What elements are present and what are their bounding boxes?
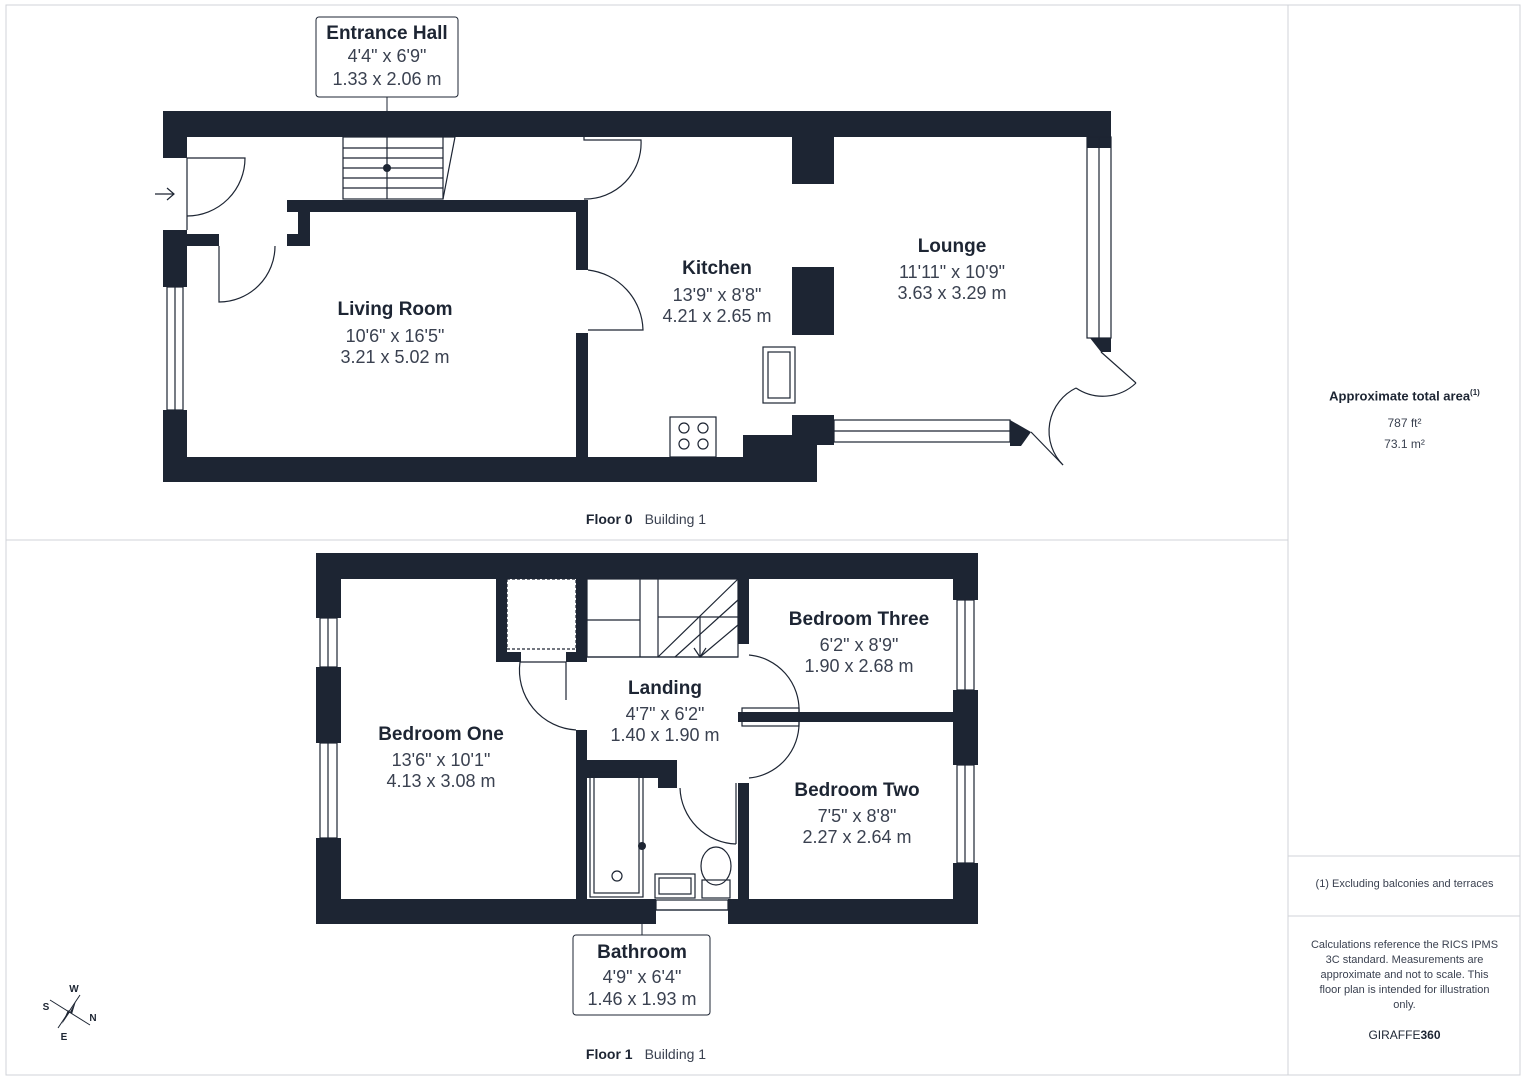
total-area-metric: 73.1 m² [1384, 437, 1425, 451]
floor-1-fixtures [319, 578, 975, 911]
room-imperial: 10'6" x 16'5" [346, 326, 445, 346]
room-name: Entrance Hall [326, 23, 447, 44]
floor-0-caption: Floor 0 Building 1 [586, 511, 706, 527]
total-area-footnote-mark: (1) [1470, 388, 1480, 397]
room-imperial: 6'2" x 8'9" [820, 635, 899, 655]
room-imperial: 13'6" x 10'1" [392, 750, 491, 770]
room-label-bedroom-three: Bedroom Three 6'2" x 8'9" 1.90 x 2.68 m [789, 609, 929, 676]
room-label-bedroom-one: Bedroom One 13'6" x 10'1" 4.13 x 3.08 m [378, 724, 504, 791]
room-label-kitchen: Kitchen 13'9" x 8'8" 4.21 x 2.65 m [662, 258, 771, 326]
room-imperial: 7'5" x 8'8" [818, 806, 897, 826]
building-label: Building 1 [645, 511, 707, 527]
compass-s: S [43, 1002, 50, 1013]
room-metric: 4.21 x 2.65 m [662, 306, 771, 326]
room-imperial: 4'9" x 6'4" [603, 967, 682, 987]
calculation-note: Calculations reference the RICS IPMS 3C … [1310, 939, 1499, 1011]
room-imperial: 4'4" x 6'9" [348, 46, 427, 66]
room-name: Lounge [918, 236, 987, 257]
floor-0-fixtures [155, 136, 1137, 466]
floor-label: Floor 0 [586, 511, 633, 527]
total-area-title: Approximate total area(1) [1289, 388, 1520, 403]
room-name: Bedroom One [378, 724, 504, 745]
floor-0-stair-dot [383, 97, 391, 172]
room-metric: 1.33 x 2.06 m [332, 69, 441, 89]
room-label-landing: Landing 4'7" x 6'2" 1.40 x 1.90 m [610, 678, 719, 745]
compass-w: W [69, 984, 79, 995]
floor-0-walls [163, 111, 1111, 482]
room-label-bathroom: Bathroom 4'9" x 6'4" 1.46 x 1.93 m [572, 934, 711, 1016]
room-metric: 1.90 x 2.68 m [804, 656, 913, 676]
footnote: (1) Excluding balconies and terraces [1315, 878, 1494, 890]
compass-e: E [61, 1032, 68, 1043]
room-name: Landing [628, 678, 702, 699]
room-label-living-room: Living Room 10'6" x 16'5" 3.21 x 5.02 m [337, 299, 452, 367]
room-name: Kitchen [682, 258, 752, 279]
floor-1-bath-dot [638, 842, 646, 935]
room-name: Bedroom Two [794, 780, 919, 801]
room-label-bedroom-two: Bedroom Two 7'5" x 8'8" 2.27 x 2.64 m [794, 780, 919, 847]
panel-borders [5, 4, 1521, 1076]
room-imperial: 4'7" x 6'2" [626, 704, 705, 724]
brand-light: GIRAFFE [1368, 1028, 1421, 1042]
floor-label: Floor 1 [586, 1046, 633, 1062]
total-area-title-text: Approximate total area [1329, 388, 1471, 404]
room-imperial: 11'11" x 10'9" [899, 262, 1005, 282]
room-metric: 4.13 x 3.08 m [386, 771, 495, 791]
room-metric: 3.63 x 3.29 m [897, 283, 1006, 303]
room-label-entrance-hall: Entrance Hall 4'4" x 6'9" 1.33 x 2.06 m [315, 16, 459, 98]
compass-n: N [89, 1013, 96, 1024]
building-label: Building 1 [645, 1046, 707, 1062]
room-metric: 1.46 x 1.93 m [587, 989, 696, 1009]
total-area-imperial: 787 ft² [1387, 416, 1422, 430]
room-name: Living Room [337, 299, 452, 320]
floor-1-walls [316, 553, 978, 924]
room-metric: 1.40 x 1.90 m [610, 725, 719, 745]
compass-icon: W S N E [43, 984, 97, 1043]
floor-1-caption: Floor 1 Building 1 [586, 1046, 706, 1062]
brand-bold: 360 [1420, 1028, 1441, 1042]
brand-logo: GIRAFFE360 [1289, 1028, 1520, 1042]
room-metric: 2.27 x 2.64 m [802, 827, 911, 847]
room-name: Bathroom [597, 942, 687, 963]
room-label-lounge: Lounge 11'11" x 10'9" 3.63 x 3.29 m [897, 236, 1006, 303]
room-name: Bedroom Three [789, 609, 929, 630]
room-metric: 3.21 x 5.02 m [340, 347, 449, 367]
room-imperial: 13'9" x 8'8" [673, 285, 762, 305]
